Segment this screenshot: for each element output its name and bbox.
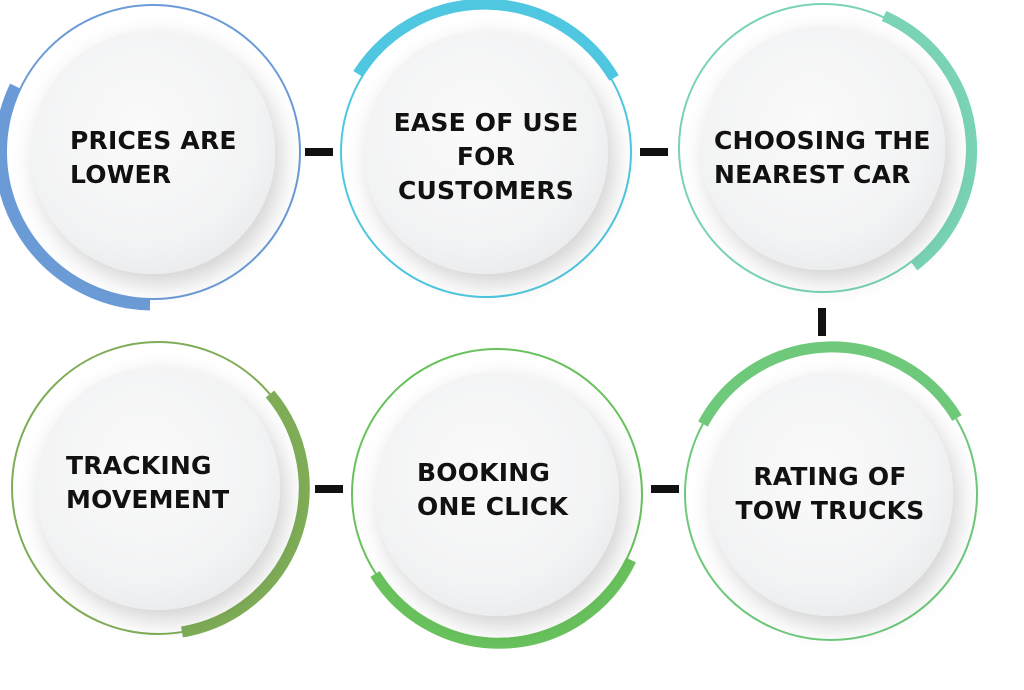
node-disc (364, 30, 608, 274)
node-disc (701, 26, 945, 270)
node-accent-arc (353, 0, 619, 81)
node-ease-of-use (340, 0, 632, 298)
connector-5-6 (315, 485, 343, 493)
node-disc (709, 372, 953, 616)
node-disc (36, 366, 280, 610)
node-choosing-nearest-car (678, 3, 978, 293)
node-accent-arc (0, 83, 151, 311)
node-tracking-movement (11, 341, 310, 638)
node-booking-one-click (351, 348, 643, 649)
node-disc (375, 372, 619, 616)
node-disc (31, 30, 275, 274)
node-rating-tow-trucks (684, 341, 978, 641)
connector-1-2 (305, 148, 333, 156)
node-accent-arc (698, 341, 962, 427)
node-prices-are-lower (0, 4, 301, 311)
connector-2-3 (640, 148, 668, 156)
node-accent-arc (370, 557, 636, 649)
node-accent-arc (181, 390, 310, 638)
connector-4-5 (651, 485, 679, 493)
connector-3-4 (818, 308, 826, 336)
node-accent-arc (881, 10, 978, 271)
